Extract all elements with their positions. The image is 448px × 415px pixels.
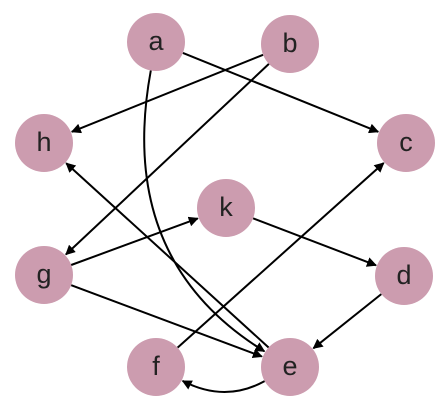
node-label-h: h	[36, 127, 51, 157]
node-e: e	[261, 338, 319, 396]
node-circle-k	[197, 179, 255, 237]
node-circle-d	[375, 247, 433, 305]
node-label-k: k	[219, 192, 233, 222]
edge-a-e	[143, 70, 266, 353]
edge-e-h	[65, 162, 270, 349]
edge-b-h	[70, 53, 264, 134]
nodes-layer: a b h c k g d f e	[15, 13, 435, 396]
node-g: g	[15, 246, 73, 304]
node-circle-f	[127, 338, 185, 396]
edge-g-k	[70, 216, 199, 266]
node-label-f: f	[152, 351, 160, 381]
node-label-c: c	[399, 127, 413, 157]
edge-g-e	[70, 284, 263, 359]
node-label-a: a	[148, 26, 164, 56]
node-circle-h	[15, 114, 73, 172]
node-circle-e	[261, 338, 319, 396]
node-label-b: b	[282, 28, 297, 58]
node-circle-a	[127, 13, 185, 71]
node-k: k	[197, 179, 255, 237]
node-label-e: e	[282, 351, 297, 381]
edge-e-f	[181, 380, 266, 393]
node-circle-g	[15, 246, 73, 304]
edge-a-c	[182, 51, 380, 134]
edge-b-g	[65, 63, 270, 256]
edge-f-c	[176, 162, 385, 349]
node-b: b	[261, 15, 319, 73]
node-c: c	[377, 114, 435, 172]
node-circle-b	[261, 15, 319, 73]
node-h: h	[15, 114, 73, 172]
node-label-d: d	[396, 260, 411, 290]
edge-k-d	[252, 217, 377, 267]
node-label-g: g	[36, 259, 51, 289]
edge-d-e	[312, 293, 382, 350]
node-f: f	[127, 338, 185, 396]
node-d: d	[375, 247, 433, 305]
node-a: a	[127, 13, 185, 71]
edges-layer	[65, 51, 385, 393]
node-circle-c	[377, 114, 435, 172]
